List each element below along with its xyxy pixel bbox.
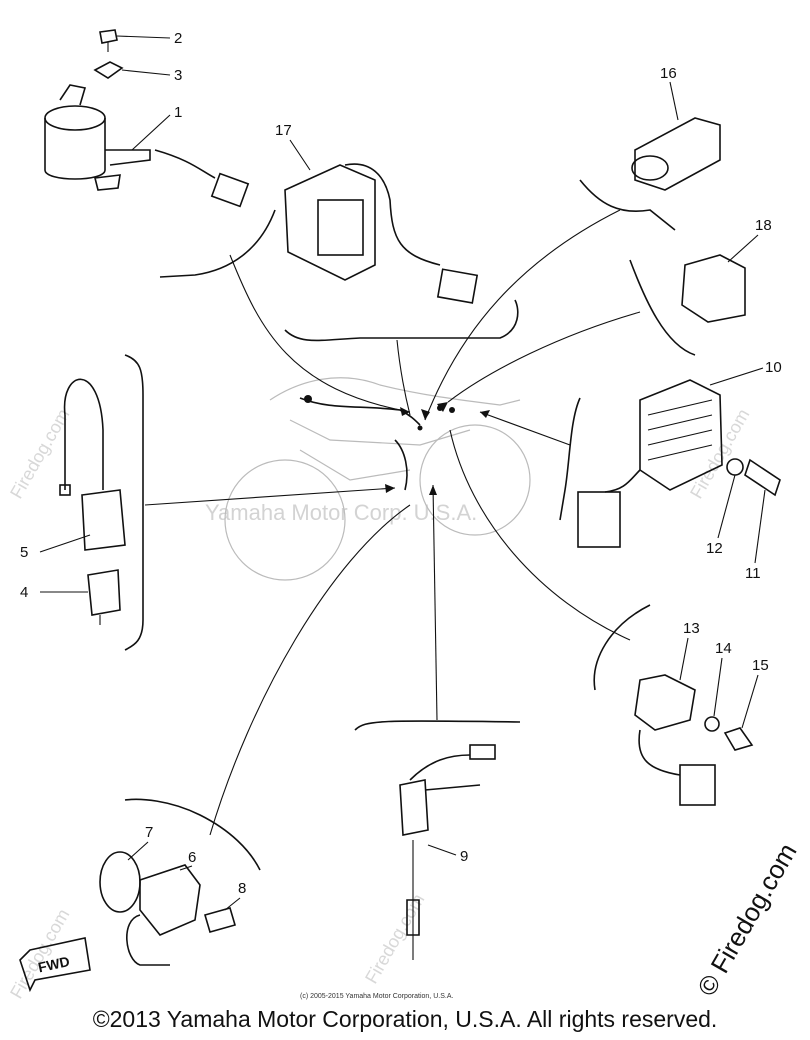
part-label-9: 9 xyxy=(460,848,468,865)
bolt-15 xyxy=(723,727,754,751)
part-label-4: 4 xyxy=(20,584,28,601)
main-switch xyxy=(44,84,250,208)
rectifier-regulator-10 xyxy=(577,379,723,548)
fwd-label: FWD xyxy=(37,953,72,975)
part-label-15: 15 xyxy=(752,657,769,674)
leader-lines xyxy=(144,209,641,836)
part-label-10: 10 xyxy=(765,359,782,376)
part-label-18: 18 xyxy=(755,217,772,234)
part-callouts: 2 3 1 17 16 18 10 12 11 5 4 13 14 15 9 7… xyxy=(20,30,782,911)
part-label-2: 2 xyxy=(174,30,182,47)
part-label-8: 8 xyxy=(238,880,246,897)
watermark-text: Yamaha Motor Corp. U.S.A. xyxy=(205,500,477,525)
sensor-13 xyxy=(634,674,716,806)
washer-12 xyxy=(726,458,744,476)
sensor-9 xyxy=(399,744,496,960)
relay-17 xyxy=(284,163,479,304)
gasket-7 xyxy=(99,851,141,913)
flasher-relay-16 xyxy=(631,117,721,191)
part-label-7: 7 xyxy=(145,824,153,841)
center-wiring xyxy=(299,395,455,491)
part-label-14: 14 xyxy=(715,640,732,657)
switch-4 xyxy=(87,569,121,625)
part-label-5: 5 xyxy=(20,544,28,561)
washer-3 xyxy=(93,61,124,79)
part-label-13: 13 xyxy=(683,620,700,637)
part-label-17: 17 xyxy=(275,122,292,139)
part-label-6: 6 xyxy=(188,849,196,866)
copyright-notice: ©2013 Yamaha Motor Corporation, U.S.A. A… xyxy=(92,1006,718,1032)
fwd-arrow: FWD xyxy=(19,937,91,993)
part-label-3: 3 xyxy=(174,67,182,84)
relay-18 xyxy=(681,254,746,323)
part-label-12: 12 xyxy=(706,540,723,557)
washer-14 xyxy=(704,716,720,732)
group-brackets xyxy=(124,179,696,871)
switch-5 xyxy=(59,378,126,551)
part-label-16: 16 xyxy=(660,65,677,82)
part-label-1: 1 xyxy=(174,104,182,121)
part-label-11: 11 xyxy=(745,565,761,582)
side-watermark-right: Firedog.com xyxy=(686,405,753,502)
firedog-logo: © Firedog.com xyxy=(691,838,802,1001)
side-watermark-left: Firedog.com xyxy=(6,405,73,502)
bolt-11 xyxy=(744,458,781,497)
motorcycle-silhouette xyxy=(224,377,531,581)
switch-6 xyxy=(126,864,201,966)
bolt-8 xyxy=(204,907,236,933)
small-credit: (c) 2005-2015 Yamaha Motor Corporation, … xyxy=(300,993,453,1000)
screw-2 xyxy=(99,29,118,52)
